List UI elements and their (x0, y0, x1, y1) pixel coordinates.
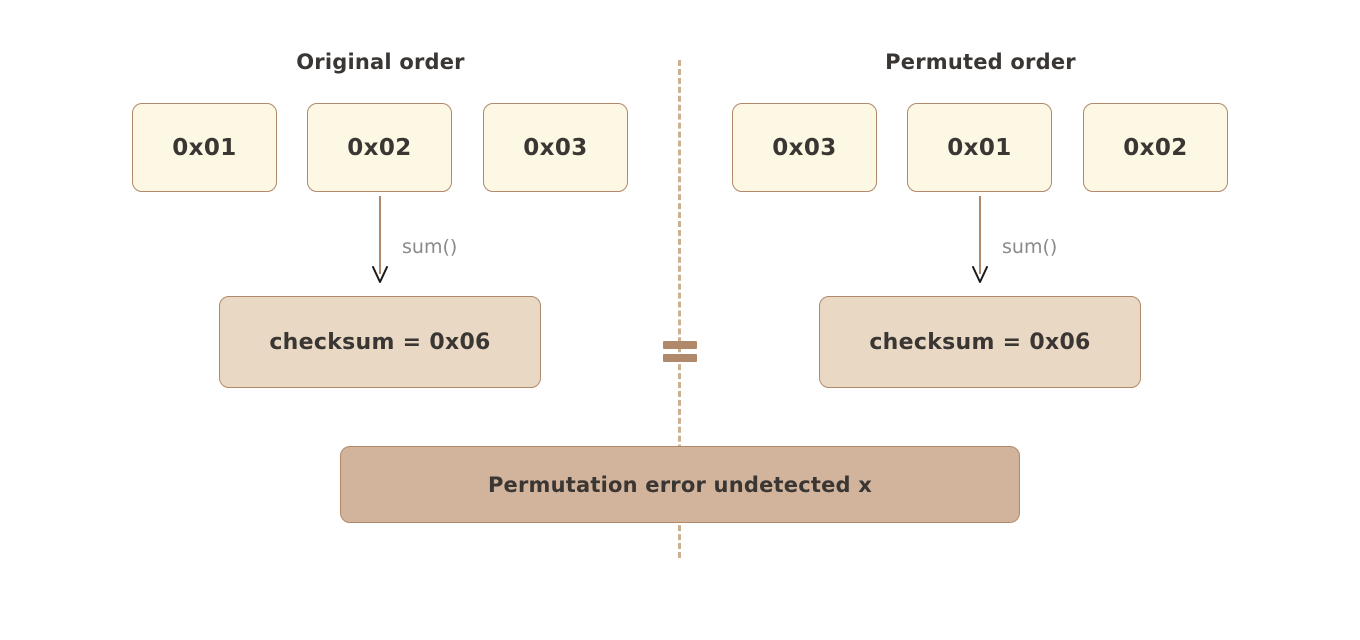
sum-arrow-left-icon (370, 196, 390, 288)
arrow-head (372, 266, 388, 283)
byte-box-right-1: 0x03 (732, 103, 877, 192)
byte-box-left-3: 0x03 (483, 103, 628, 192)
result-banner: Permutation error undetected x (340, 446, 1020, 523)
equals-bar-top (663, 341, 697, 349)
byte-box-right-2: 0x01 (907, 103, 1052, 192)
equals-icon (663, 341, 697, 362)
checksum-box-left: checksum = 0x06 (219, 296, 541, 388)
left-column-title: Original order (296, 50, 465, 74)
vertical-divider (678, 60, 681, 558)
equals-bar-bottom (663, 354, 697, 362)
arrow-shaft (379, 196, 381, 274)
byte-box-right-3: 0x02 (1083, 103, 1228, 192)
right-column-title: Permuted order (885, 50, 1076, 74)
sum-label-right: sum() (1002, 236, 1058, 258)
arrow-shaft (979, 196, 981, 274)
sum-arrow-right-icon (970, 196, 990, 288)
arrow-head (972, 266, 988, 283)
byte-box-left-1: 0x01 (132, 103, 277, 192)
sum-label-left: sum() (402, 236, 458, 258)
byte-box-left-2: 0x02 (307, 103, 452, 192)
checksum-box-right: checksum = 0x06 (819, 296, 1141, 388)
